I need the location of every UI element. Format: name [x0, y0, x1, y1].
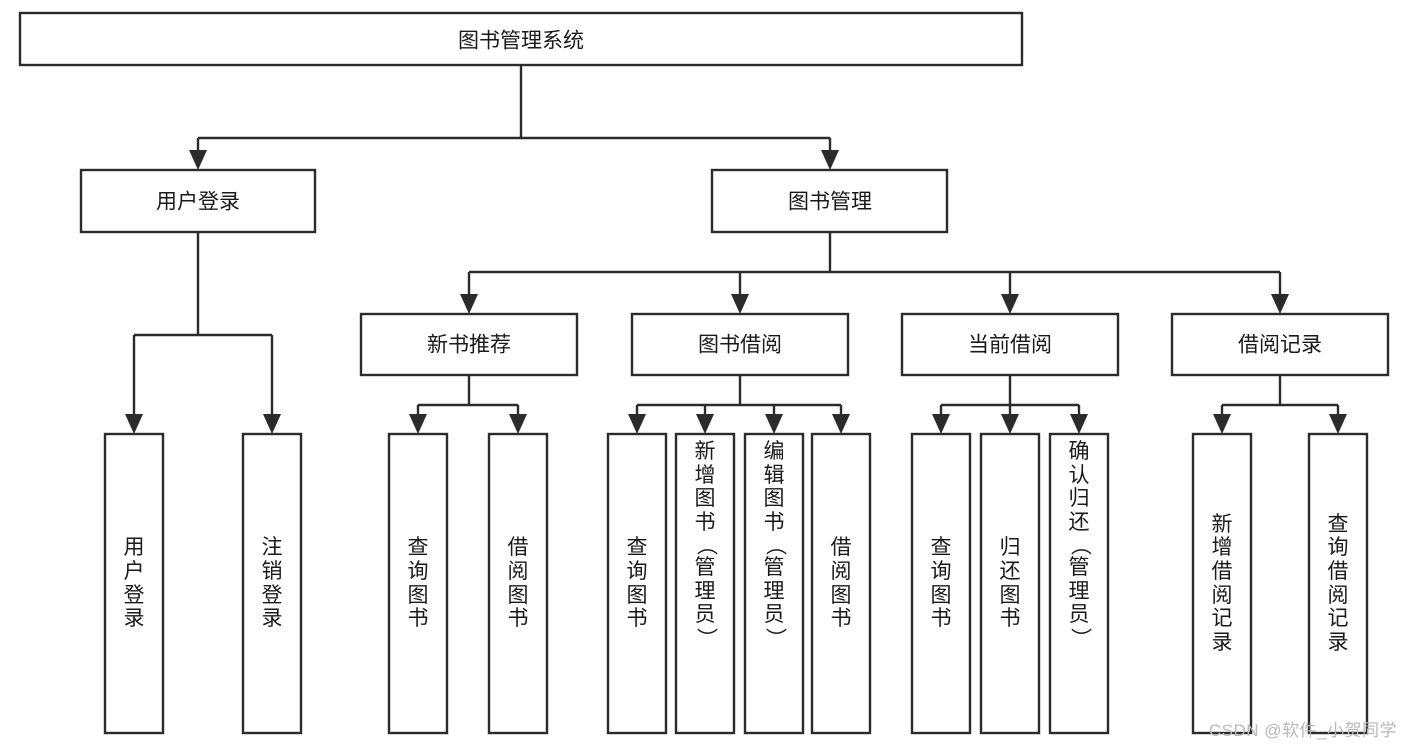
- leaf-box-newbook-borrow[interactable]: [487, 432, 549, 735]
- leaf-box-logout-login[interactable]: [241, 432, 303, 735]
- node-book-borrow-label: 图书借阅: [698, 334, 782, 357]
- node-user-login-box[interactable]: [79, 168, 317, 234]
- arrow-to-leaf-bookborrow-edit: [765, 414, 783, 434]
- arrow-to-leaf-bookborrow-add: [696, 414, 714, 434]
- leaf-box-borrowrecord-add[interactable]: [1191, 432, 1253, 735]
- node-borrow-record-label: 借阅记录: [1238, 334, 1322, 357]
- arrow-to-leaf-borrowrecord-add: [1213, 414, 1231, 434]
- arrow-to-leaf-currentborrow-confirm: [1070, 414, 1088, 434]
- leaf-box-bookborrow-query[interactable]: [606, 432, 668, 735]
- node-current-borrow-label: 当前借阅: [968, 334, 1052, 357]
- leaf-box-borrowrecord-query[interactable]: [1307, 432, 1369, 735]
- leaf-box-user-login[interactable]: [103, 432, 165, 735]
- node-current-borrow-box[interactable]: [900, 312, 1120, 377]
- leaf-box-bookborrow-borrow[interactable]: [810, 432, 872, 735]
- leaf-box-currentborrow-confirm[interactable]: [1048, 432, 1110, 735]
- node-new-book-recommend-label: 新书推荐: [427, 334, 511, 357]
- arrow-to-current-borrow: [1001, 294, 1019, 314]
- node-user-login-label: 用户登录: [156, 191, 240, 214]
- arrow-to-book-management: [821, 150, 839, 170]
- node-layer: 图书管理系统 用户登录 图书管理 新书推荐 图书借阅 当前借阅 借阅记录: [18, 11, 1390, 735]
- arrow-to-leaf-bookborrow-borrow: [832, 414, 850, 434]
- node-new-book-recommend-box[interactable]: [359, 312, 579, 377]
- arrow-to-leaf-currentborrow-query: [932, 414, 950, 434]
- node-book-borrow-box[interactable]: [630, 312, 850, 377]
- watermark-text: CSDN @软件_小贺同学: [1208, 721, 1397, 740]
- leaf-box-currentborrow-return[interactable]: [979, 432, 1041, 735]
- arrow-to-leaf-borrowrecord-query: [1329, 414, 1347, 434]
- node-root-label: 图书管理系统: [458, 30, 584, 53]
- leaf-box-newbook-query[interactable]: [387, 432, 449, 735]
- leaf-box-currentborrow-query[interactable]: [910, 432, 972, 735]
- leaf-box-bookborrow-add[interactable]: [674, 432, 736, 735]
- arrow-to-borrow-record: [1271, 294, 1289, 314]
- arrow-to-leaf-newbook-borrow: [509, 414, 527, 434]
- arrow-to-leaf-user-login: [125, 414, 143, 434]
- node-book-management-box[interactable]: [710, 168, 949, 234]
- arrow-to-book-borrow: [731, 294, 749, 314]
- leaf-box-bookborrow-edit[interactable]: [743, 432, 805, 735]
- node-root-box[interactable]: [18, 11, 1024, 67]
- node-book-management-label: 图书管理: [788, 191, 872, 214]
- connector-layer: [125, 65, 1347, 434]
- arrow-to-leaf-bookborrow-query: [628, 414, 646, 434]
- arrow-to-new-book-recommend: [460, 294, 478, 314]
- arrow-to-leaf-currentborrow-return: [1001, 414, 1019, 434]
- arrow-to-leaf-logout-login: [263, 414, 281, 434]
- arrow-to-user-login: [189, 150, 207, 170]
- node-borrow-record-box[interactable]: [1170, 312, 1390, 377]
- arrow-to-leaf-newbook-query: [409, 414, 427, 434]
